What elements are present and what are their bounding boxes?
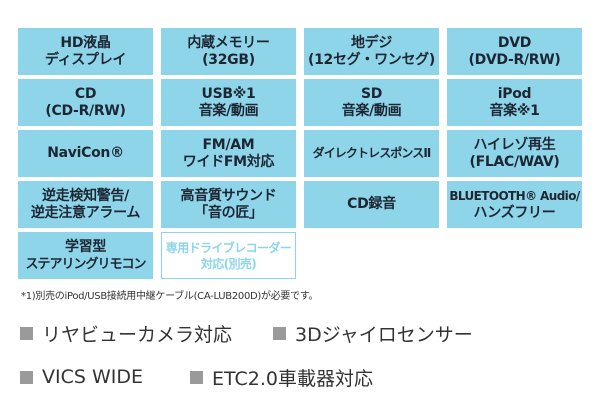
tile-line: ハイレゾ再生 bbox=[473, 136, 556, 153]
tile-line: 対応(別売) bbox=[200, 256, 257, 271]
tile-line: 内蔵メモリー bbox=[187, 34, 270, 51]
tile-direct-response: ダイレクトレスポンスⅡ bbox=[304, 130, 439, 177]
tile-line: BLUETOOTH® Audio/ bbox=[449, 188, 580, 203]
tile-ipod: iPod 音楽※1 bbox=[447, 79, 582, 126]
feature-item-3d-gyro: 3Dジャイロセンサー bbox=[273, 321, 473, 346]
tile-internal-memory: 内蔵メモリー (32GB) bbox=[161, 28, 296, 75]
tile-line: CD bbox=[74, 85, 97, 102]
tile-line: 音楽/動画 bbox=[341, 102, 402, 119]
tile-line: iPod bbox=[497, 85, 532, 102]
tile-sd: SD 音楽/動画 bbox=[304, 79, 439, 126]
tile-hi-res: ハイレゾ再生 (FLAC/WAV) bbox=[447, 130, 582, 177]
tile-line: 地デジ bbox=[350, 34, 393, 51]
tile-line: 逆走注意アラーム bbox=[30, 204, 141, 221]
tile-line: 「音の匠」 bbox=[194, 204, 263, 221]
tile-line: (32GB) bbox=[202, 51, 255, 68]
feature-label: VICS WIDE bbox=[42, 366, 143, 388]
tile-line: FM/AM bbox=[202, 136, 255, 153]
tile-line: (DVD-R/RW) bbox=[468, 51, 561, 68]
tile-dvd: DVD (DVD-R/RW) bbox=[447, 28, 582, 75]
tile-line: ハンズフリー bbox=[473, 204, 556, 221]
tile-line: CD録音 bbox=[347, 196, 396, 212]
feature-label: ETC2.0車載器対応 bbox=[212, 367, 373, 390]
tile-fm-am: FM/AM ワイドFM対応 bbox=[161, 130, 296, 177]
tile-line: DVD bbox=[497, 34, 532, 51]
tile-line: HD液晶 bbox=[60, 34, 111, 51]
tile-bluetooth: BLUETOOTH® Audio/ ハンズフリー bbox=[447, 181, 582, 228]
tile-line: 音楽※1 bbox=[489, 102, 540, 119]
tile-line: ダイレクトレスポンスⅡ bbox=[312, 146, 432, 160]
tile-line: 専用ドライブレコーダー bbox=[165, 240, 292, 255]
square-bullet-icon bbox=[20, 370, 33, 384]
tile-line: 音楽/動画 bbox=[198, 102, 259, 119]
tile-line: 高音質サウンド bbox=[180, 187, 277, 204]
tile-line: 学習型 bbox=[64, 238, 107, 255]
square-bullet-icon bbox=[20, 326, 33, 340]
tile-line: SD bbox=[360, 85, 383, 102]
tile-wrong-way-alert: 逆走検知警告/ 逆走注意アラーム bbox=[18, 181, 153, 228]
tile-line: (12セグ・ワンセグ) bbox=[308, 51, 435, 68]
tile-line: ワイドFM対応 bbox=[182, 153, 275, 170]
square-bullet-icon bbox=[190, 370, 203, 384]
feature-tile-grid: HD液晶 ディスプレイ 内蔵メモリー (32GB) 地デジ (12セグ・ワンセグ… bbox=[18, 28, 582, 279]
tile-digital-tv: 地デジ (12セグ・ワンセグ) bbox=[304, 28, 439, 75]
tile-line: 逆走検知警告/ bbox=[41, 187, 129, 204]
tile-steering-remote: 学習型 ステアリングリモコン bbox=[18, 232, 153, 279]
feature-label: 3Dジャイロセンサー bbox=[295, 323, 473, 346]
tile-line: (CD-R/RW) bbox=[45, 102, 126, 119]
tile-cd: CD (CD-R/RW) bbox=[18, 79, 153, 126]
tile-usb: USB※1 音楽/動画 bbox=[161, 79, 296, 126]
tile-hd-display: HD液晶 ディスプレイ bbox=[18, 28, 153, 75]
square-bullet-icon bbox=[273, 326, 286, 340]
feature-item-etc: ETC2.0車載器対応 bbox=[190, 365, 373, 390]
tile-cd-recording: CD録音 bbox=[304, 181, 439, 228]
feature-item-vics-wide: VICS WIDE bbox=[20, 365, 143, 389]
feature-label: リヤビューカメラ対応 bbox=[42, 323, 233, 346]
tile-line: USB※1 bbox=[201, 85, 256, 102]
tile-hq-sound: 高音質サウンド 「音の匠」 bbox=[161, 181, 296, 228]
footnote: *1)別売のiPod/USB接続用中継ケーブル(CA-LUB200D)が必要です… bbox=[21, 291, 319, 302]
tile-line: NaviCon® bbox=[47, 145, 124, 161]
tile-line: ディスプレイ bbox=[44, 51, 127, 68]
tile-line: (FLAC/WAV) bbox=[469, 153, 560, 170]
tile-drive-recorder: 専用ドライブレコーダー 対応(別売) bbox=[161, 232, 296, 279]
feature-item-rear-camera: リヤビューカメラ対応 bbox=[20, 321, 233, 346]
tile-line: ステアリングリモコン bbox=[25, 256, 146, 272]
tile-navicon: NaviCon® bbox=[18, 130, 153, 177]
